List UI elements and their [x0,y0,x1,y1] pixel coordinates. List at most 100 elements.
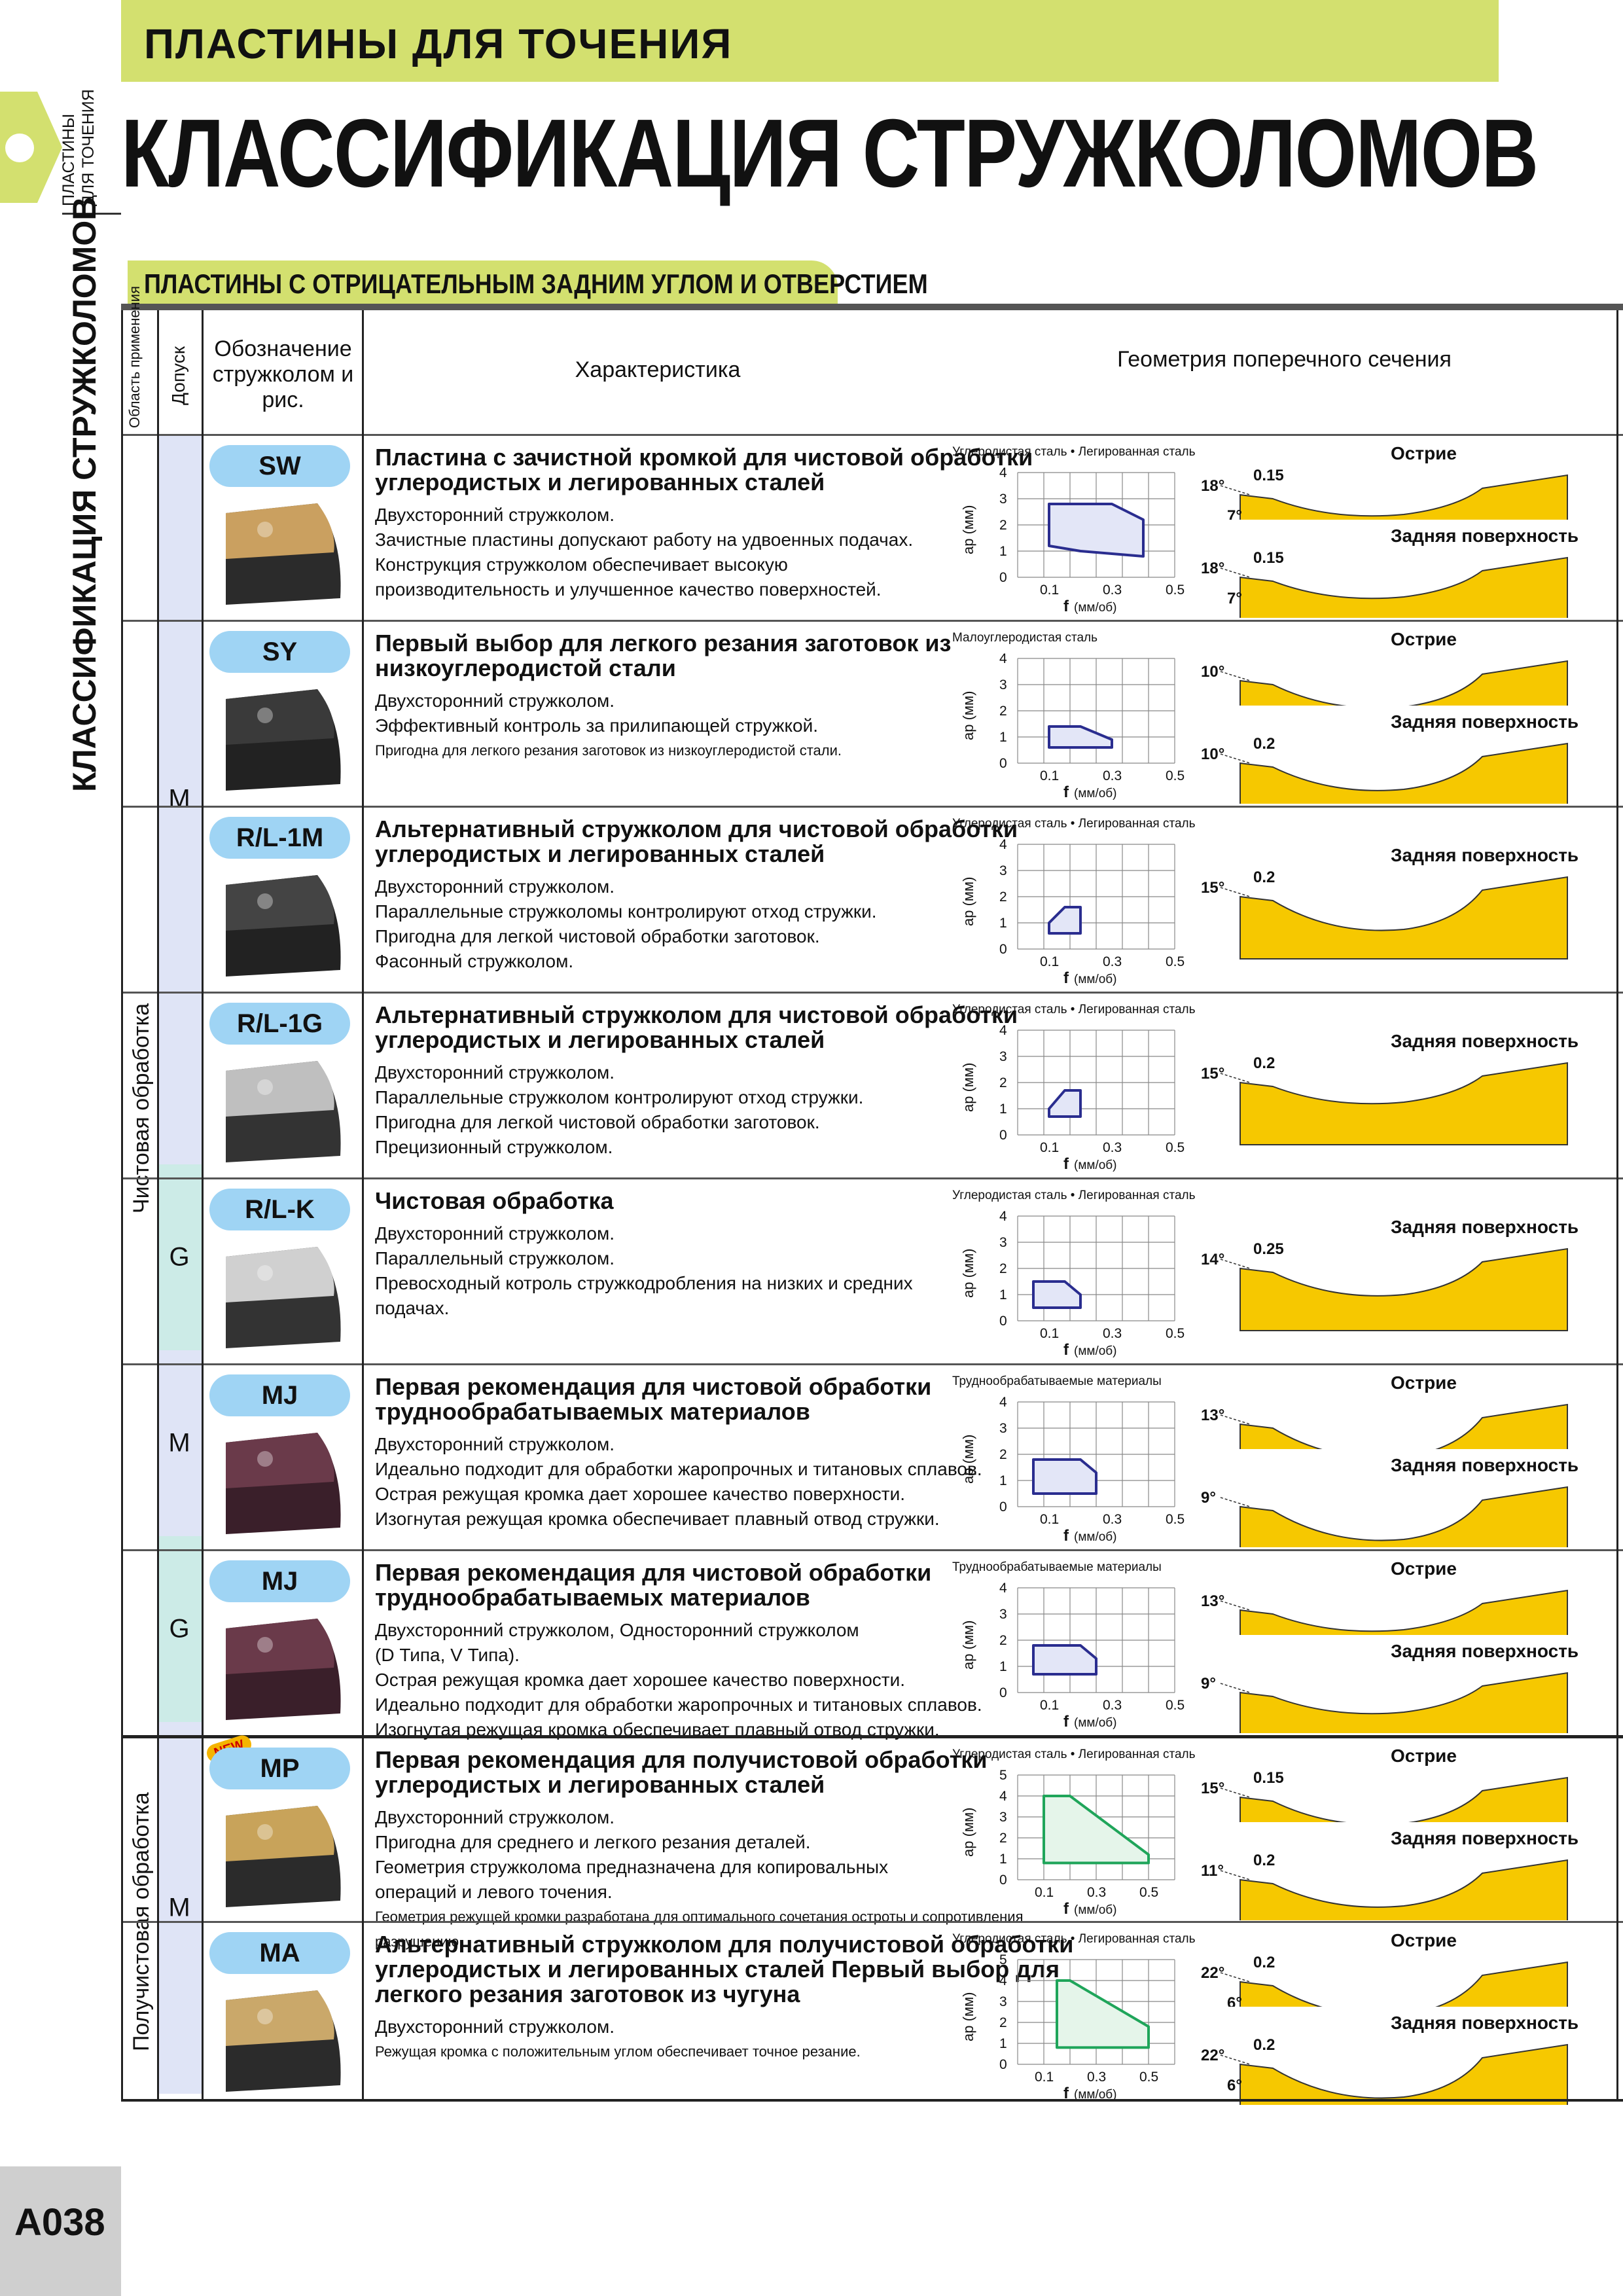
tolerance-group-m2: M [157,1350,202,1536]
description-line: Острая режущая кромка дает хорошее качес… [375,1484,906,1504]
rake-angle-label: 15° [1201,879,1224,897]
rake-angle-line [1220,567,1251,578]
chipbreaker-code: SW [209,445,350,487]
y-tick-label: 3 [999,1810,1007,1825]
side-small-2: ДЛЯ ТОЧЕНИЯ [79,89,98,206]
header-designation: Обозначение стружколом и рис. [212,336,354,412]
characteristic: Альтернативный стружколом для чистовой о… [375,817,1108,974]
characteristic-description: Двухсторонний стружколом.Зачистные пласт… [375,503,1108,602]
y-tick-label: 5 [999,1952,1007,1967]
y-tick-label: 4 [999,1395,1007,1410]
characteristic: Первая рекомендация для чистовой обработ… [375,1560,1108,1742]
insert-picture [219,1803,350,1914]
description-line: Зачистные пластины допускают работу на у… [375,529,914,550]
y-tick-label: 2 [999,1261,1007,1276]
chart-material-label: Малоуглеродистая сталь [952,631,1097,645]
cutting-range-region [1056,1979,1150,2049]
characteristic: Альтернативный стружколом для получистов… [375,1932,1108,2064]
description-line: Идеально подходит для обработки жаропроч… [375,1695,982,1715]
side-small-1: ПЛАСТИНЫ [60,113,78,206]
chipbreaker-row: SY Первый выбор для легкого резания загот… [121,620,1623,826]
characteristic: Первая рекомендация для чистовой обработ… [375,1374,1108,1532]
rake-angle-label: 15° [1201,1780,1224,1797]
y-axis-label: ap (мм) [960,505,976,555]
y-tick-label: 2 [999,1447,1007,1462]
insert-highlight [257,893,273,909]
section-title: Острие [1391,1372,1457,1393]
chipbreaker-code: SY [209,631,350,673]
y-tick-label: 4 [999,1789,1007,1804]
section-title: Задняя поверхность [1391,526,1578,546]
x-axis-label: f [1063,598,1069,615]
section-title: Задняя поверхность [1391,1828,1578,1848]
insert-image [226,1247,341,1348]
header-tolerance: Допуск [168,346,188,405]
cutting-range-region [1048,1089,1082,1118]
chart-svg: Углеродистая сталь • Легированная сталь 0… [952,1748,1196,1918]
y-tick-label: 0 [999,1314,1007,1329]
table-border-left [121,310,123,2101]
y-tick-label: 0 [999,942,1007,957]
x-axis-label: f [1063,1713,1069,1731]
y-axis-label: ap (мм) [960,1992,976,2042]
insert-highlight [257,1637,273,1653]
section-title: Острие [1391,1930,1457,1950]
description-line: Двухсторонний стружколом. [375,1807,615,1827]
cutting-range-region [1048,906,1082,935]
chipbreaker-code: MJ [209,1560,350,1602]
y-tick-label: 4 [999,465,1007,480]
y-tick-label: 0 [999,570,1007,585]
y-tick-label: 2 [999,704,1007,719]
y-tick-label: 1 [999,1473,1007,1488]
description-line: Конструкция стружколом обеспечивает высо… [375,554,788,575]
section-title: Задняя поверхность [1391,845,1578,865]
chart-material-label: Углеродистая сталь • Легированная сталь [952,1748,1196,1761]
x-tick-label: 0.5 [1166,1140,1185,1155]
chipbreaker-row: R/L-1G Альтернативный стружколом для чист… [121,992,1623,1179]
x-axis-label: f [1063,1527,1069,1545]
chipbreaker-code: R/L-1G [209,1003,350,1045]
x-tick-label: 0.5 [1166,1512,1185,1527]
x-axis-label: f [1063,2085,1069,2102]
x-tick-label: 0.5 [1139,1885,1158,1900]
x-tick-label: 0.5 [1166,954,1185,969]
description-line: Двухсторонний стружколом, Односторонний … [375,1620,859,1640]
y-tick-label: 0 [999,756,1007,771]
y-axis-label: ap (мм) [960,1621,976,1670]
insert-highlight [257,522,273,537]
rake-angle-line [1220,671,1251,681]
rake-angle-label: 18° [1201,477,1224,495]
y-tick-label: 3 [999,492,1007,507]
x-axis-label: f [1063,1341,1069,1359]
x-axis-unit: (мм/об) [1074,2088,1117,2102]
x-axis-label: f [1063,1155,1069,1173]
x-tick-label: 0.5 [1166,1326,1185,1341]
insert-top-face [226,1806,334,1861]
land-width-label: 0.2 [1253,869,1275,886]
rake-angle-label: 10° [1201,745,1224,763]
chart-material-label: Углеродистая сталь • Легированная сталь [952,1189,1196,1202]
characteristic-title: Альтернативный стружколом для чистовой о… [375,1001,1018,1053]
y-tick-label: 1 [999,1287,1007,1302]
chart-material-label: Углеродистая сталь • Легированная сталь [952,817,1196,831]
y-tick-label: 3 [999,1049,1007,1064]
y-tick-label: 3 [999,677,1007,692]
header-area: Область применения [126,286,143,428]
characteristic: Первый выбор для легкого резания заготов… [375,631,1108,763]
x-tick-label: 0.5 [1166,583,1185,598]
x-tick-label: 0.3 [1087,2070,1106,2085]
land-width-label: 0.2 [1253,2036,1275,2054]
x-axis-unit: (мм/об) [1074,1530,1117,1544]
description-line: Двухсторонний стружколом. [375,691,615,711]
